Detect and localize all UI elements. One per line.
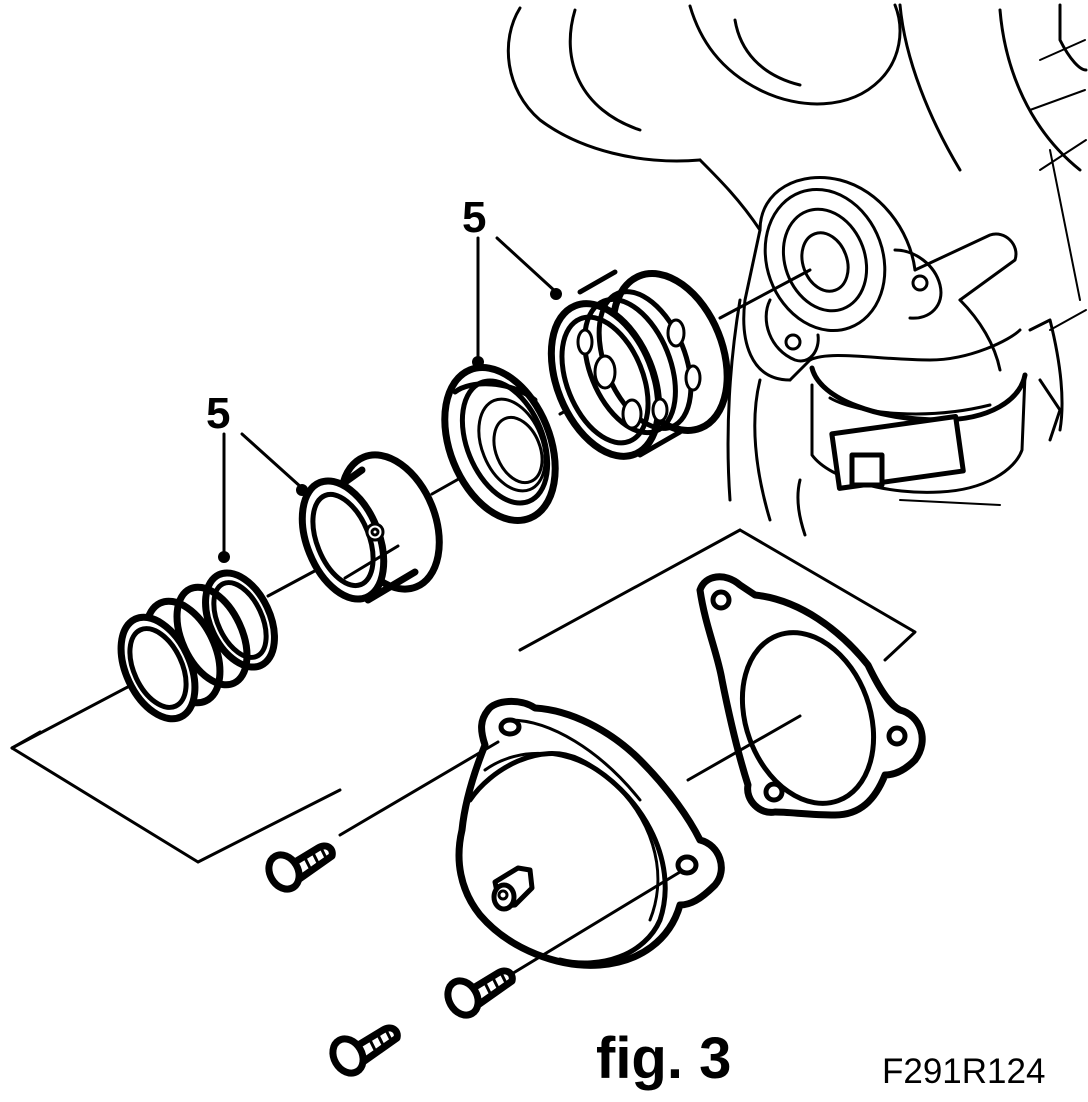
engine-housing-background: [506, 3, 1088, 537]
cover-housing-part: [455, 698, 725, 969]
screw-alignment-lines: [338, 740, 682, 977]
callout-label-upper: 5: [462, 193, 487, 242]
callout-leaders-lower: [218, 432, 308, 563]
callout-label-lower: 5: [206, 389, 231, 438]
cup-piston-part: [298, 451, 443, 604]
perforated-sleeve-part: [547, 269, 731, 460]
screw-3: [329, 1024, 401, 1077]
figure-caption: fig. 3: [596, 1026, 732, 1091]
callout-leaders-upper: [472, 236, 562, 368]
screw-1: [265, 842, 336, 893]
ring-seat-part: [441, 363, 559, 525]
screw-2: [444, 967, 516, 1019]
gasket-part: [686, 573, 926, 819]
reference-code: F291R124: [882, 1052, 1046, 1091]
group-bracket: [10, 528, 917, 864]
coil-spring-part: [117, 569, 278, 723]
